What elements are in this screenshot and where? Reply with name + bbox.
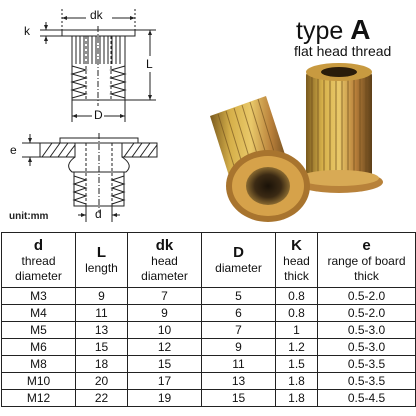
dim-label-d: d <box>95 207 102 221</box>
cell-thread: M4 <box>1 304 76 322</box>
header-desc: head diameter <box>141 253 188 283</box>
cell-board-range: 0.5-3.0 <box>317 338 416 356</box>
table-row: M12 22 19 15 1.8 0.5-4.5 <box>1 389 416 407</box>
rivet-nut-front <box>210 96 310 222</box>
cell-diameter: 13 <box>201 372 276 390</box>
header-symbol: e <box>362 236 371 254</box>
cell-diameter: 11 <box>201 355 276 373</box>
cell-diameter: 9 <box>201 338 276 356</box>
cell-head-thick: 1.8 <box>275 372 318 390</box>
table-row: M10 20 17 13 1.8 0.5-3.5 <box>1 372 416 390</box>
header-thread-diameter: d thread diameter <box>1 232 76 288</box>
cell-length: 15 <box>75 338 128 356</box>
header-board-thick: e range of board thick <box>317 232 416 288</box>
cell-head-diameter: 12 <box>127 338 202 356</box>
header-head-thick: K head thick <box>275 232 318 288</box>
cell-board-range: 0.5-4.5 <box>317 389 416 407</box>
cell-head-thick: 0.8 <box>275 304 318 322</box>
dim-label-k: k <box>24 24 30 38</box>
dimension-drawing <box>22 9 158 222</box>
spec-table: d thread diameter L length dk head diame… <box>1 232 416 407</box>
type-title: type A <box>296 14 370 46</box>
cell-board-range: 0.5-3.0 <box>317 321 416 339</box>
cell-length: 18 <box>75 355 128 373</box>
cell-board-range: 0.5-2.0 <box>317 287 416 305</box>
cell-board-range: 0.5-3.5 <box>317 355 416 373</box>
cell-head-diameter: 9 <box>127 304 202 322</box>
table-row: M5 13 10 7 1 0.5-3.0 <box>1 321 416 339</box>
cell-length: 9 <box>75 287 128 305</box>
cell-head-diameter: 10 <box>127 321 202 339</box>
cell-length: 20 <box>75 372 128 390</box>
header-desc: diameter <box>215 261 262 275</box>
cell-length: 13 <box>75 321 128 339</box>
type-letter: A <box>350 14 371 45</box>
header-symbol: L <box>96 244 107 261</box>
cell-head-thick: 0.8 <box>275 287 318 305</box>
cell-diameter: 15 <box>201 389 276 407</box>
cell-head-thick: 1.5 <box>275 355 318 373</box>
type-prefix: type <box>296 17 344 45</box>
cell-diameter: 6 <box>201 304 276 322</box>
cell-length: 22 <box>75 389 128 407</box>
table-header-row: d thread diameter L length dk head diame… <box>1 232 416 288</box>
dim-label-L: L <box>146 57 153 71</box>
cell-thread: M12 <box>1 389 76 407</box>
header-symbol: dk <box>155 236 174 254</box>
header-desc: length <box>85 261 118 275</box>
cell-board-range: 0.5-2.0 <box>317 304 416 322</box>
header-desc: thread diameter <box>15 253 62 283</box>
header-symbol: K <box>291 236 302 254</box>
cell-head-diameter: 19 <box>127 389 202 407</box>
cell-diameter: 7 <box>201 321 276 339</box>
table-row: M3 9 7 5 0.8 0.5-2.0 <box>1 287 416 305</box>
header-symbol: D <box>233 244 244 261</box>
dim-label-e: e <box>10 143 17 157</box>
cell-head-diameter: 15 <box>127 355 202 373</box>
product-photo <box>210 63 383 222</box>
cell-head-thick: 1.2 <box>275 338 318 356</box>
header-diameter: D diameter <box>201 232 276 288</box>
cell-head-thick: 1.8 <box>275 389 318 407</box>
cell-thread: M5 <box>1 321 76 339</box>
cell-board-range: 0.5-3.5 <box>317 372 416 390</box>
rivet-nut-upright <box>295 63 383 193</box>
subtitle: flat head thread <box>294 43 392 59</box>
cell-head-diameter: 17 <box>127 372 202 390</box>
dim-label-dk: dk <box>90 8 103 22</box>
header-head-diameter: dk head diameter <box>127 232 202 288</box>
cell-thread: M6 <box>1 338 76 356</box>
header-length: L length <box>75 232 128 288</box>
table-row: M8 18 15 11 1.5 0.5-3.5 <box>1 355 416 373</box>
table-row: M6 15 12 9 1.2 0.5-3.0 <box>1 338 416 356</box>
header-desc: range of board thick <box>327 253 406 283</box>
cell-thread: M3 <box>1 287 76 305</box>
dim-label-D: D <box>94 108 103 122</box>
header-desc: head thick <box>283 253 310 283</box>
table-row: M4 11 9 6 0.8 0.5-2.0 <box>1 304 416 322</box>
header-symbol: d <box>33 236 44 254</box>
cell-head-thick: 1 <box>275 321 318 339</box>
cell-thread: M8 <box>1 355 76 373</box>
cell-thread: M10 <box>1 372 76 390</box>
cell-head-diameter: 7 <box>127 287 202 305</box>
unit-label: unit:mm <box>9 211 49 222</box>
cell-diameter: 5 <box>201 287 276 305</box>
cell-length: 11 <box>75 304 128 322</box>
